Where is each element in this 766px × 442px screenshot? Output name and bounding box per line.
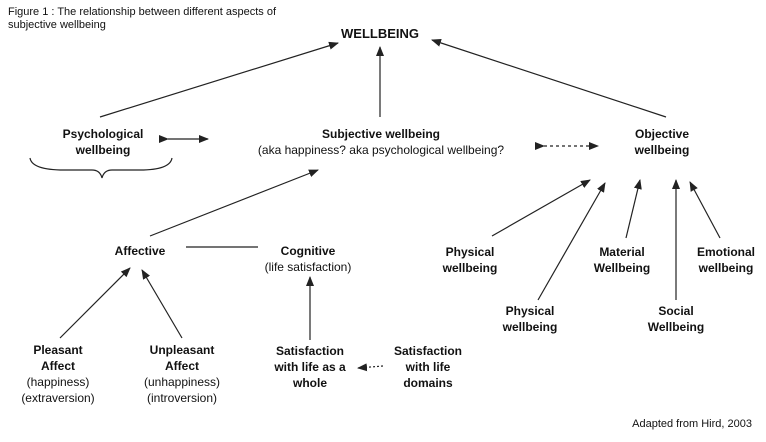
- node-physical-1-line1: Physical: [445, 245, 495, 259]
- brace-psychological: [29, 157, 173, 179]
- node-unpleasant-line2: Affect: [164, 359, 199, 373]
- arrow-objective-to-wellbeing: [431, 39, 667, 118]
- node-affective-title: Affective: [114, 244, 166, 258]
- node-sat-domains-line1: Satisfaction: [393, 344, 462, 358]
- source-credit: Adapted from Hird, 2003: [632, 418, 752, 430]
- node-emotional-line1: Emotional: [696, 245, 755, 259]
- node-physical-2-line1: Physical: [505, 304, 555, 318]
- node-cognitive: Cognitive (life satisfaction): [246, 243, 370, 275]
- node-unpleasant-line4: (introversion): [146, 391, 218, 405]
- node-emotional-line2: wellbeing: [698, 261, 754, 275]
- node-objective: Objective wellbeing: [612, 126, 712, 158]
- node-material-line2: Wellbeing: [593, 261, 651, 275]
- node-sat-whole: Satisfaction with life as a whole: [262, 343, 358, 391]
- arrow-unpleasant-to-affective: [141, 269, 183, 339]
- node-sat-domains: Satisfaction with life domains: [380, 343, 476, 391]
- node-pleasant-line2: Affect: [40, 359, 75, 373]
- node-psychological: Psychological wellbeing: [40, 126, 166, 158]
- arrow-material-to-objective: [625, 179, 642, 239]
- node-subjective: Subjective wellbeing (aka happiness? aka…: [222, 126, 540, 158]
- node-pleasant-line4: (extraversion): [21, 391, 95, 405]
- node-psychological-line1: Psychological: [62, 127, 144, 141]
- arrow-emotional-to-objective: [689, 181, 721, 239]
- node-material: Material Wellbeing: [580, 244, 664, 276]
- arrow-physical2-to-objective: [537, 182, 606, 301]
- node-sat-domains-line3: domains: [403, 376, 453, 390]
- node-sat-whole-line3: whole: [292, 376, 327, 390]
- node-objective-line1: Objective: [634, 127, 690, 141]
- node-social: Social Wellbeing: [634, 303, 718, 335]
- node-pleasant: Pleasant Affect (happiness) (extraversio…: [8, 342, 108, 406]
- node-psychological-line2: wellbeing: [75, 143, 131, 157]
- node-physical-2-line2: wellbeing: [502, 320, 558, 334]
- node-pleasant-line3: (happiness): [26, 375, 90, 389]
- node-physical-2: Physical wellbeing: [486, 303, 574, 335]
- node-sat-whole-line2: with life as a: [274, 360, 346, 374]
- node-subjective-line2: (aka happiness? aka psychological wellbe…: [257, 143, 505, 157]
- node-wellbeing-title: WELLBEING: [341, 26, 419, 41]
- node-material-line1: Material: [599, 245, 645, 259]
- node-cognitive-line1: Cognitive: [280, 244, 336, 258]
- node-unpleasant-line1: Unpleasant: [149, 343, 215, 357]
- node-objective-line2: wellbeing: [634, 143, 690, 157]
- node-physical-1-line2: wellbeing: [442, 261, 498, 275]
- node-sat-domains-line2: with life: [405, 360, 451, 374]
- node-affective: Affective: [100, 243, 180, 259]
- arrow-domains-to-whole: [357, 363, 384, 372]
- node-unpleasant-line3: (unhappiness): [143, 375, 221, 389]
- node-pleasant-line1: Pleasant: [33, 343, 83, 357]
- node-unpleasant: Unpleasant Affect (unhappiness) (introve…: [130, 342, 234, 406]
- node-subjective-line1: Subjective wellbeing: [321, 127, 441, 141]
- arrow-pleasant-to-affective: [59, 267, 131, 339]
- node-wellbeing: WELLBEING: [330, 26, 430, 42]
- node-cognitive-line2: (life satisfaction): [264, 260, 352, 274]
- arrow-physical1-to-objective: [491, 179, 591, 237]
- node-social-line2: Wellbeing: [647, 320, 705, 334]
- node-social-line1: Social: [658, 304, 694, 318]
- figure-caption: Figure 1 : The relationship between diff…: [8, 6, 277, 31]
- node-sat-whole-line1: Satisfaction: [275, 344, 344, 358]
- node-emotional: Emotional wellbeing: [686, 244, 766, 276]
- node-physical-1: Physical wellbeing: [426, 244, 514, 276]
- arrow-affective-to-subjective: [149, 169, 319, 237]
- arrow-psych-to-wellbeing: [99, 41, 339, 118]
